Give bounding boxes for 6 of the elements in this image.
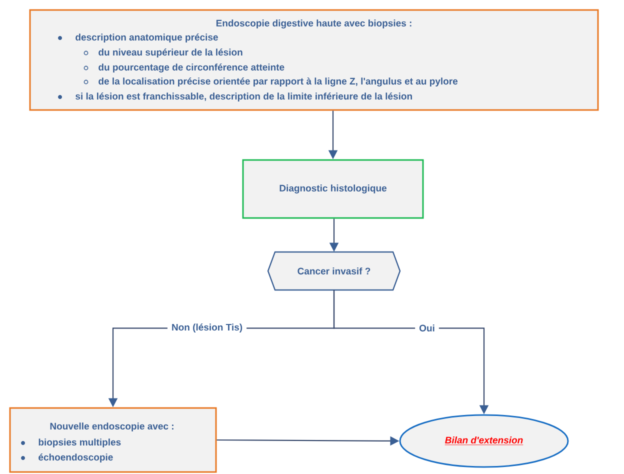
process-box: Endoscopie digestive haute avec biopsies : description anatomique précise du niveau supérieur de la lésion du pourcentage de circonférence atteinte de la localisation précise orientée par rapport à la ligne Z, l'angulus et au pylore si la lésion est franchissable, description de la limite inférieure de la lésion: [29, 9, 599, 111]
edge-label: Non (lésion Tis): [167, 320, 247, 336]
edge-label: Oui: [415, 320, 439, 336]
process-box: Nouvelle endoscopie avec : biopsies multiples échoendoscopie: [9, 407, 217, 473]
process-box: Diagnostic histologique: [242, 159, 424, 219]
decision-hexagon: Cancer invasif ?: [267, 251, 401, 291]
